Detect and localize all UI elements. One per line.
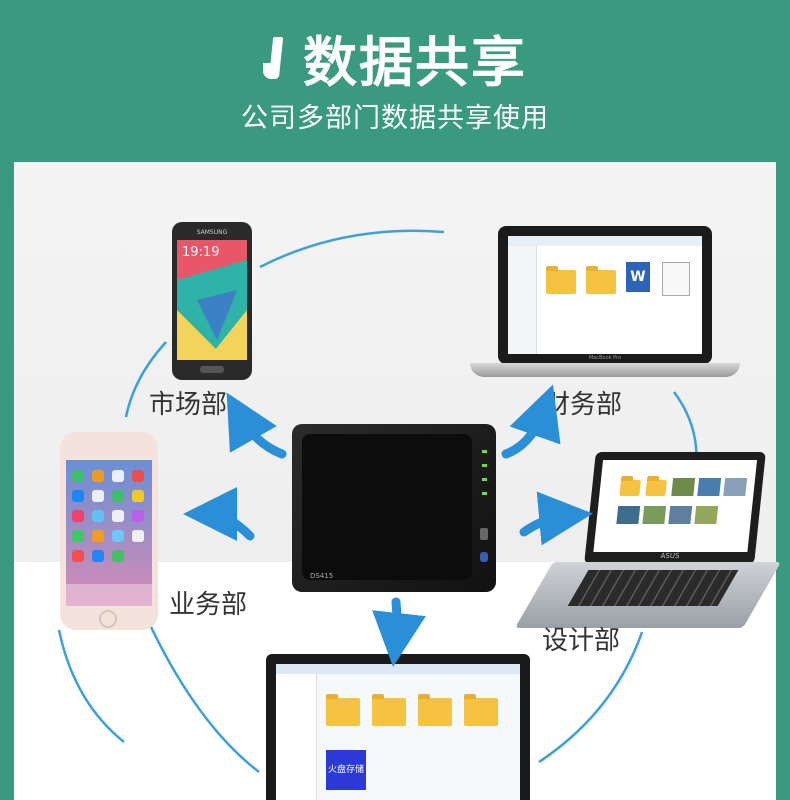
arrow-to-finance [501,384,561,459]
folder-icon [418,694,452,726]
app-grid [66,470,152,606]
power-button [480,552,488,562]
sync-arrows [183,384,593,667]
nas-front-panel [302,434,472,580]
folder-icon [372,694,406,726]
nas-model-label: DS415 [310,572,334,580]
folder-icon [326,694,360,726]
explorer-window: 火盘存储 [276,664,520,800]
phone-screen: 19:19 [177,240,247,360]
home-button [200,366,224,373]
folder-icon [586,266,616,294]
status-led [482,450,487,453]
status-led [482,478,487,481]
storage-tile: 火盘存储 [326,750,366,790]
arrow-to-design [519,491,593,546]
folder-icon [464,694,498,726]
arrow-to-desktop [372,597,426,667]
document-icon [662,262,690,296]
illustration-area: SAMSUNG 19:19 市场部 W [14,162,782,800]
arrow-to-marketing [226,392,287,459]
connection-circle [57,229,698,773]
iphone [60,432,158,630]
dept-business: 业务部 [169,590,248,620]
phone-clock: 19:19 [182,245,220,260]
header-banner: 数据共享 公司多部门数据共享使用 [0,0,790,162]
page-subtitle: 公司多部门数据共享使用 [241,103,549,134]
macbook-lid: W MacBook Pro [498,226,712,364]
dept-design: 设计部 [542,626,621,656]
page-title: 数据共享 [303,31,527,94]
iphone-screen [66,460,152,606]
desktop-monitor: 火盘存储 [266,654,530,800]
window-sidebar [508,246,537,354]
dept-marketing: 市场部 [149,390,228,420]
word-doc-icon: W [626,262,650,292]
home-button [99,610,117,628]
window-titlebar [276,664,520,674]
number-one-icon [263,35,285,81]
window-titlebar [508,236,702,246]
macbook-label: MacBook Pro [588,355,622,361]
samsung-logo: SAMSUNG [196,229,228,236]
status-led [482,464,487,467]
window-sidebar [276,674,317,800]
samsung-phone: SAMSUNG 19:19 [172,222,252,380]
title-row: 数据共享 [0,18,790,97]
usb-port [480,528,488,540]
phone-wallpaper [177,260,247,360]
folder-icon [546,266,576,294]
status-led [482,492,487,495]
arrow-to-business [183,487,255,542]
nas-server: DS415 [292,424,496,592]
macbook-base [470,363,740,377]
file-window: W [508,236,702,354]
